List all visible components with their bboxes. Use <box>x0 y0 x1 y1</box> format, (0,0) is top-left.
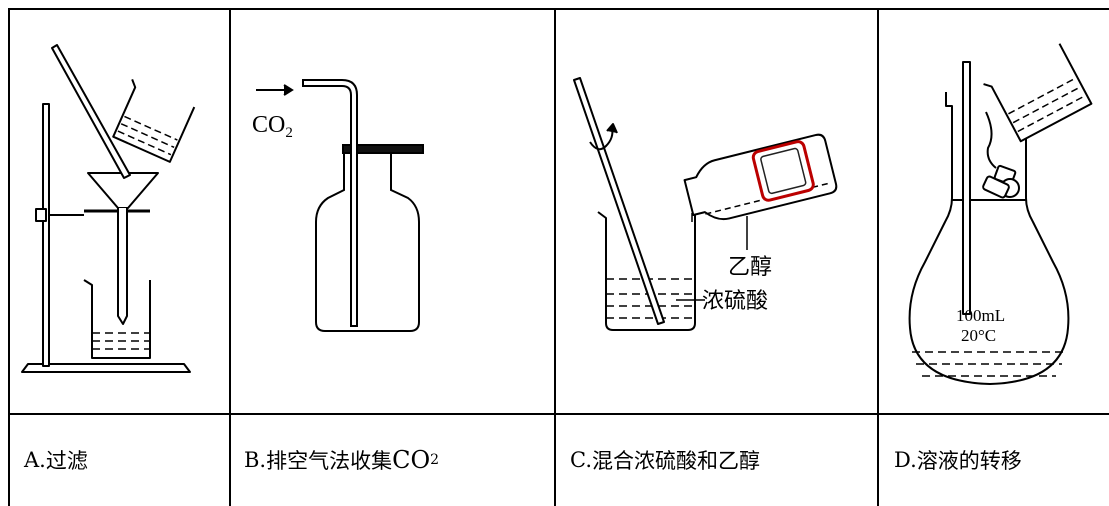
ethanol-bottle <box>683 133 838 221</box>
caption-a-prefix: A. <box>24 448 46 472</box>
caption-c-prefix: C. <box>570 448 592 472</box>
volumetric-flask <box>908 92 1070 385</box>
pouring-beaker-d <box>983 43 1093 143</box>
caption-d: D.溶液的转移 <box>894 414 1022 506</box>
caption-c: C.混合浓硫酸和乙醇 <box>570 414 760 506</box>
arrow-head <box>283 84 294 96</box>
ethanol-label: 乙醇 <box>728 254 772 279</box>
caption-d-prefix: D. <box>894 448 917 472</box>
caption-b-text: 排空气法收集 <box>266 449 393 473</box>
stopper-string <box>985 111 997 169</box>
stand-base <box>21 363 191 373</box>
funnel-stem <box>117 208 128 325</box>
acid-label: 浓硫酸 <box>702 288 768 313</box>
caption-d-text: 溶液的转移 <box>916 449 1022 473</box>
stand-rod <box>42 103 50 367</box>
flask-temperature-label: 20°C <box>961 326 996 345</box>
clamp-screw <box>35 208 47 222</box>
caption-b-formula: CO <box>392 446 431 474</box>
hanging-stopper <box>982 164 1020 199</box>
stopper <box>342 144 424 154</box>
caption-a: A.过滤 <box>24 414 88 506</box>
pouring-beaker <box>112 79 196 163</box>
rotation-arrow <box>589 127 614 151</box>
stirring-rod <box>573 77 665 325</box>
delivery-tube <box>302 79 358 327</box>
caption-c-text: 混合浓硫酸和乙醇 <box>592 449 760 473</box>
caption-b-subscript: 2 <box>430 452 440 468</box>
beaker <box>83 279 151 359</box>
rotation-arrow-head <box>606 123 618 134</box>
caption-b-prefix: B. <box>244 448 267 472</box>
flask-volume-label: 100mL <box>956 306 1005 325</box>
caption-a-text: 过滤 <box>45 449 88 473</box>
acid-beaker <box>597 211 696 331</box>
gas-label: CO2 <box>252 112 293 141</box>
gas-bottle <box>315 152 420 332</box>
glass-rod <box>51 44 131 179</box>
glass-rod-d <box>962 61 971 315</box>
